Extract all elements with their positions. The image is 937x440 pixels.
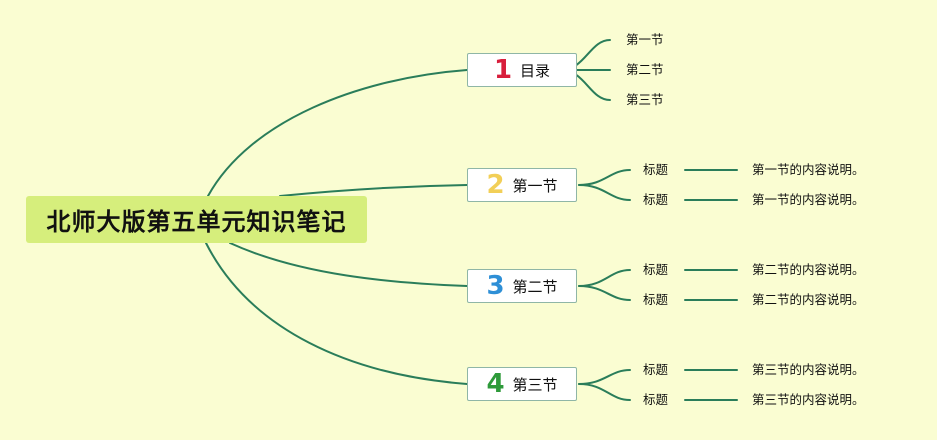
branch-number-3: 3 xyxy=(486,271,505,301)
b3-row-2-desc[interactable]: 第二节的内容说明。 xyxy=(752,292,865,307)
branch-node-toc[interactable]: 1 目录 xyxy=(467,53,577,87)
branch-number-1: 1 xyxy=(493,55,513,85)
branch-label-section-2: 第二节 xyxy=(512,277,558,296)
edge-b3-row-2 xyxy=(578,285,631,301)
branch-label-section-3: 第三节 xyxy=(512,375,558,394)
branch-node-section-1[interactable]: 2 第一节 xyxy=(467,168,577,202)
edge-root-to-branch-4 xyxy=(205,242,468,385)
edge-b3-row-1 xyxy=(578,269,631,287)
edge-root-to-branch-2 xyxy=(279,184,468,197)
toc-item-2[interactable]: 第二节 xyxy=(626,62,664,77)
root-node[interactable]: 北师大版第五单元知识笔记 xyxy=(26,196,367,243)
edge-b2-row-2 xyxy=(578,184,631,201)
branch-label-section-1: 第一节 xyxy=(512,176,558,195)
branch-node-section-2[interactable]: 3 第二节 xyxy=(467,269,577,303)
branch-node-section-3[interactable]: 4 第三节 xyxy=(467,367,577,401)
b4-row-1-desc[interactable]: 第三节的内容说明。 xyxy=(752,362,865,377)
b3-row-1-title[interactable]: 标题 xyxy=(643,262,669,277)
edge-b4-row-1 xyxy=(578,369,631,385)
root-title: 北师大版第五单元知识笔记 xyxy=(46,208,347,236)
edge-root-to-branch-3 xyxy=(229,242,468,287)
b3-row-2-title[interactable]: 标题 xyxy=(643,292,669,307)
branch-number-4: 4 xyxy=(486,369,505,399)
b2-row-2-desc[interactable]: 第一节的内容说明。 xyxy=(752,192,865,207)
branch-label-toc: 目录 xyxy=(520,61,551,80)
b2-row-1-title[interactable]: 标题 xyxy=(643,162,669,177)
b2-row-1-desc[interactable]: 第一节的内容说明。 xyxy=(752,162,865,177)
b3-row-1-desc[interactable]: 第二节的内容说明。 xyxy=(752,262,865,277)
toc-item-1[interactable]: 第一节 xyxy=(626,32,664,47)
edge-root-to-branch-1 xyxy=(207,69,468,197)
b4-row-2-title[interactable]: 标题 xyxy=(643,392,669,407)
b4-row-2-desc[interactable]: 第三节的内容说明。 xyxy=(752,392,865,407)
b2-row-2-title[interactable]: 标题 xyxy=(643,192,669,207)
b4-row-1-title[interactable]: 标题 xyxy=(643,362,669,377)
toc-item-3[interactable]: 第三节 xyxy=(626,92,664,107)
branch-number-2: 2 xyxy=(486,170,505,200)
edge-b2-row-1 xyxy=(578,169,631,186)
edge-b4-row-2 xyxy=(578,383,631,401)
